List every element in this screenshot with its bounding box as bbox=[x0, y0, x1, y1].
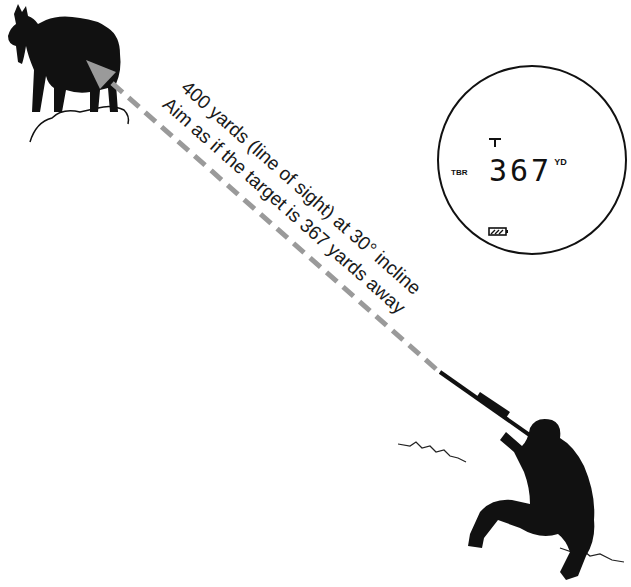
battery-icon bbox=[489, 228, 506, 235]
battery-level bbox=[491, 230, 503, 234]
slope-label: 400 yards (line of sight) at 30° incline bbox=[176, 76, 424, 299]
distance-readout: 367 bbox=[489, 153, 552, 188]
line-of-sight bbox=[104, 76, 436, 369]
rifle-scope bbox=[476, 392, 510, 418]
goat-silhouette bbox=[8, 4, 121, 112]
mode-label: TBR bbox=[451, 168, 467, 177]
shooter-silhouette bbox=[468, 419, 594, 580]
arrow-head bbox=[86, 60, 116, 89]
unit-label: YD bbox=[554, 157, 567, 167]
reticle-icon bbox=[489, 139, 501, 147]
slope-label: Aim as if the target is 367 yards away bbox=[158, 94, 409, 319]
battery-tip bbox=[506, 230, 508, 233]
rangefinder-display: TBR 367YD bbox=[437, 65, 627, 255]
grass-line bbox=[398, 442, 466, 462]
